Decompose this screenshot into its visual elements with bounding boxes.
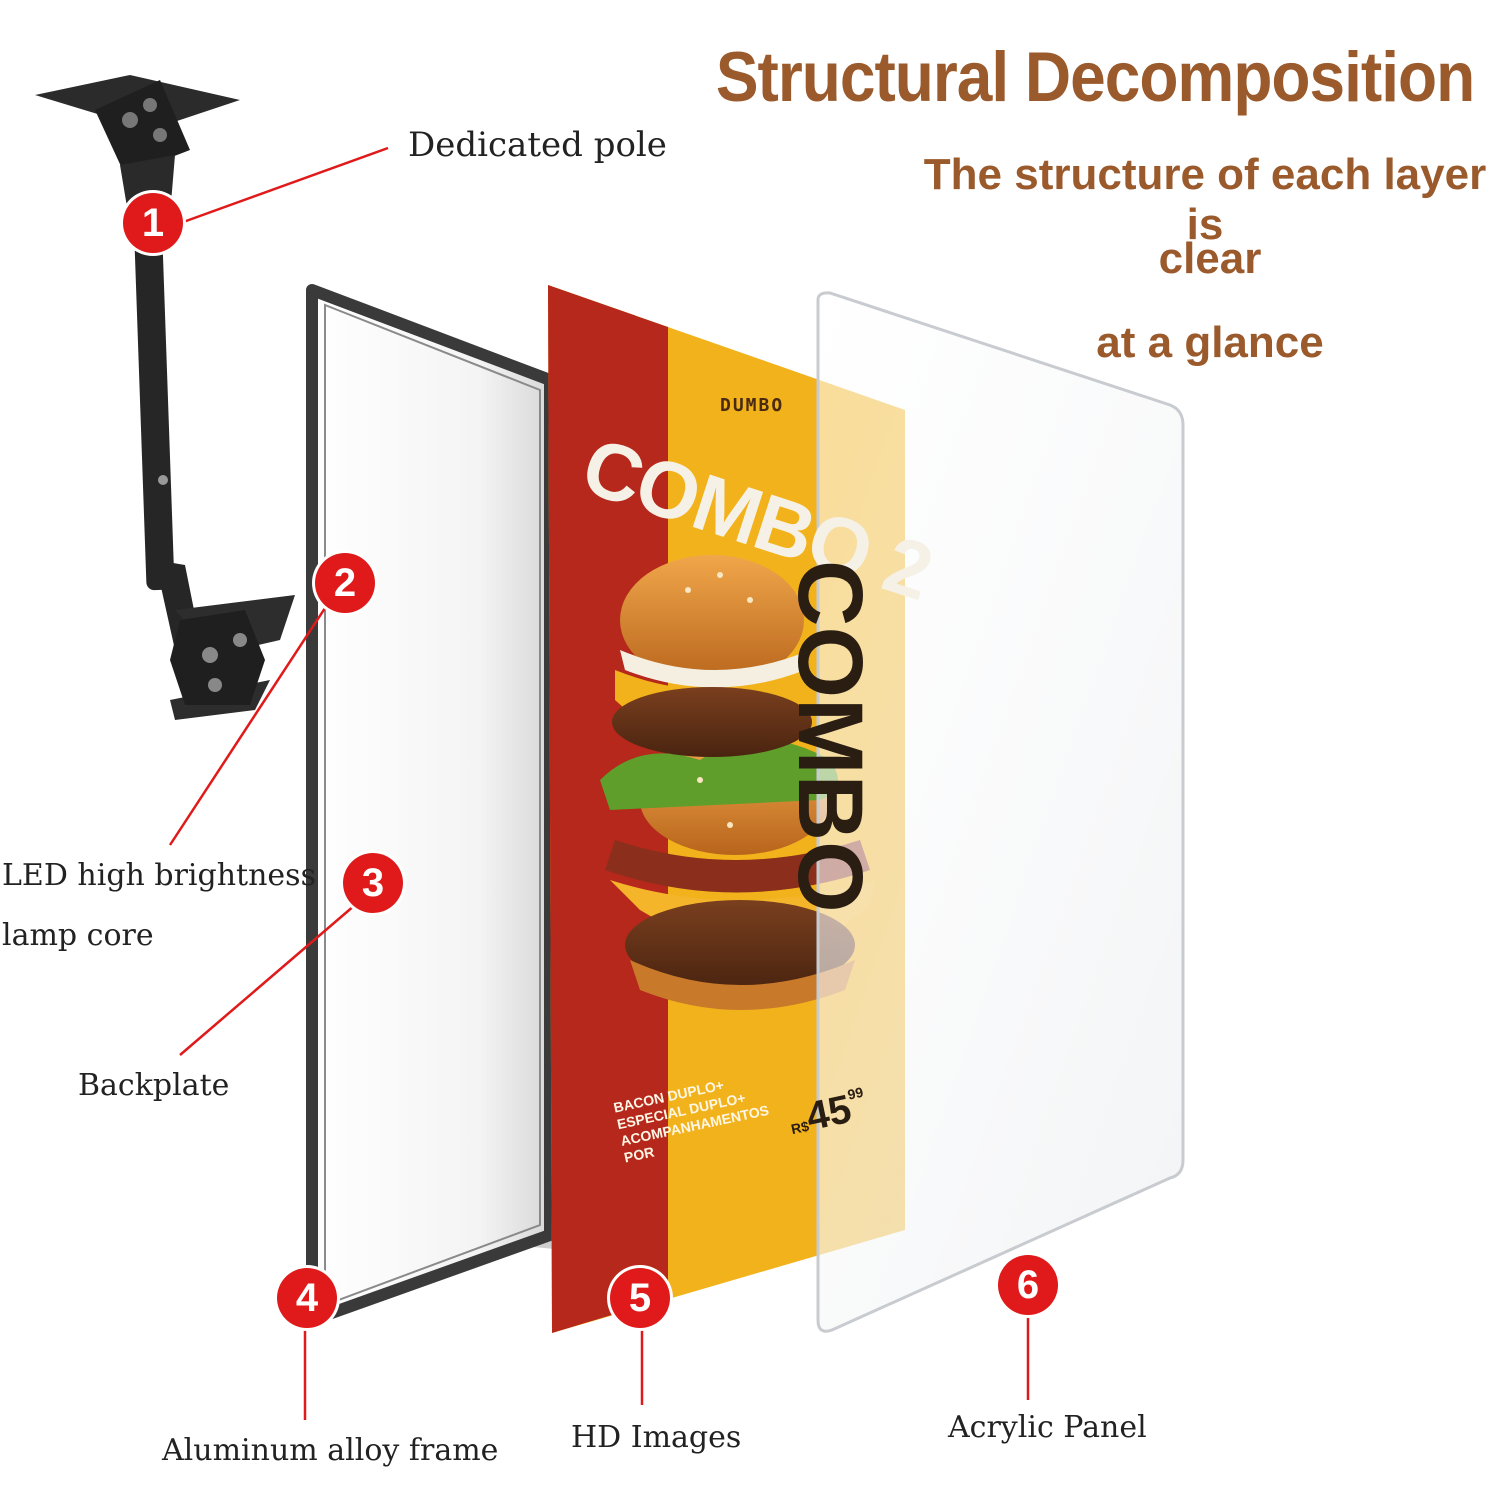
part-label-dedicated-pole: Dedicated pole [408, 125, 667, 165]
leader-lines [168, 146, 1030, 1420]
part-label-led-lamp-core-line-2: lamp core [2, 918, 154, 953]
page-title: Structural Decomposition [715, 37, 1475, 117]
subtitle-line-3: at a glance [1096, 318, 1324, 367]
aluminum-frame-illustration [306, 284, 556, 1326]
hd-image-illustration [548, 285, 905, 1333]
leader-line-1 [174, 146, 389, 227]
poster-price-dec: 99 [846, 1083, 865, 1103]
leader-line-2 [168, 604, 329, 846]
part-label-backplate: Backplate [78, 1068, 230, 1103]
part-badge-2: 2 [315, 553, 375, 613]
part-badge-6: 6 [998, 1255, 1058, 1315]
part-label-aluminum-frame: Aluminum alloy frame [162, 1433, 499, 1468]
part-badge-1: 1 [123, 193, 183, 253]
poster-brand: DUMBO [720, 395, 785, 416]
part-badge-3: 3 [343, 853, 403, 913]
dedicated-pole-illustration [35, 75, 295, 720]
leader-line-3 [179, 904, 356, 1056]
part-badge-5: 5 [610, 1268, 670, 1328]
poster-side-text: COMBO [779, 560, 881, 913]
subtitle-line-2: clear [1158, 234, 1262, 283]
part-badge-4: 4 [277, 1268, 337, 1328]
part-label-hd-images: HD Images [571, 1420, 742, 1455]
part-label-led-lamp-core-line-1: LED high brightness [2, 858, 316, 893]
part-label-acrylic-panel: Acrylic Panel [948, 1410, 1147, 1445]
acrylic-panel-illustration [816, 291, 1185, 1333]
subtitle-line-1: The structure of each layer is [923, 150, 1487, 249]
